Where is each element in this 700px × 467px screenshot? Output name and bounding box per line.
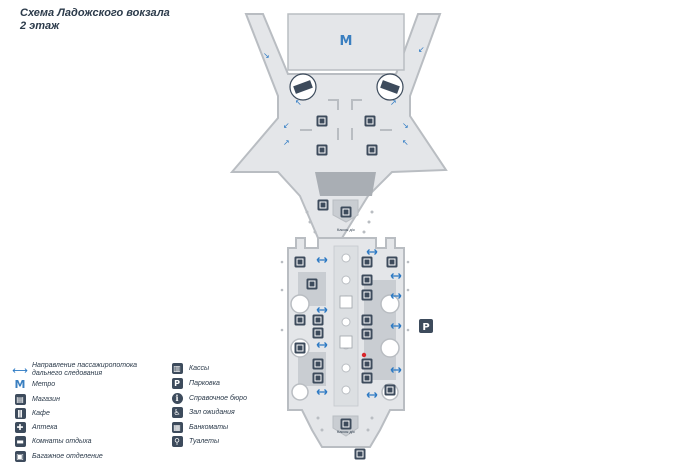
shop-icon (366, 144, 378, 156)
legend-label: Направление пассажиропотока дальнего сле… (32, 362, 138, 377)
shop-icon (312, 327, 324, 339)
svg-text:M: M (340, 34, 353, 49)
metro-icon: M (14, 377, 26, 391)
legend-item-flow: ⟷ Направление пассажиропотока дальнего с… (12, 362, 142, 378)
metro-icon: M (340, 34, 353, 49)
shop-icon (316, 144, 328, 156)
legend-item-rest-rooms: ▬ Комнаты отдыха (14, 435, 91, 447)
legend-item-luggage: ▣ Багажное отделение (14, 450, 103, 462)
waiting-room-icon (386, 256, 398, 268)
legend-item-waiting: ♿ Зал ожидания (171, 406, 235, 418)
shop-icon (361, 256, 373, 268)
legend-item-info: i Справочное бюро (171, 392, 247, 404)
svg-text:↗: ↗ (283, 138, 290, 147)
upper-hall: M ↘ ↙ ↙ ↘ ↗ ↖ ↖ ↗ Кассы д/с (229, 13, 448, 245)
legend-label: Кафе (32, 409, 50, 417)
cafe-icon: ǁ (14, 407, 26, 419)
svg-text:↗: ↗ (390, 98, 397, 107)
rest-room-icon (312, 372, 324, 384)
shop-icon: ▤ (14, 393, 26, 405)
cafe-icon (361, 314, 373, 326)
pharmacy-icon (364, 115, 376, 127)
stairs (339, 295, 353, 349)
ticket-office-icon (361, 358, 373, 370)
legend-label: Справочное бюро (189, 394, 247, 402)
legend-label: Комнаты отдыха (32, 437, 92, 445)
legend-label: Магазин (32, 395, 60, 403)
legend-label: Парковка (189, 379, 220, 387)
parking-icon: P (171, 377, 183, 389)
svg-text:↘: ↘ (402, 121, 409, 130)
svg-text:↘: ↘ (263, 51, 270, 60)
ticket-office-lower (332, 415, 359, 437)
escalator-left-icon (289, 73, 317, 101)
legend-item-pharmacy: ✚ Аптека (14, 421, 57, 433)
pharmacy-icon (294, 314, 306, 326)
shop-icon (312, 358, 324, 370)
legend-label: Аптека (32, 423, 58, 431)
waiting-room-icon: ♿ (171, 406, 183, 418)
waiting-room-icon (384, 384, 396, 396)
map-title-line1: Схема Ладожского вокзала (20, 7, 170, 19)
info-icon: i (171, 392, 183, 404)
atm-icon: ▦ (171, 421, 183, 433)
toilet-icon (361, 372, 373, 384)
legend-label: Кассы (189, 364, 210, 372)
flow-arrows-upper: ↘ ↙ ↙ ↘ ↗ ↖ ↖ ↗ (263, 45, 425, 147)
cafe-icon (306, 278, 318, 290)
column-dots-upper (305, 210, 374, 234)
legend-label: Метро (32, 380, 56, 388)
svg-text:↖: ↖ (402, 138, 409, 147)
svg-text:↙: ↙ (418, 45, 425, 54)
legend-label: Зал ожидания (189, 408, 235, 416)
toilet-icon: ⚲ (171, 435, 183, 447)
escalator-right-icon (376, 73, 404, 101)
luggage-icon (354, 448, 366, 460)
info-icon (317, 199, 329, 211)
legend-label: Банкоматы (189, 423, 229, 431)
lower-hall: Кассы д/с (280, 237, 410, 460)
cafe-icon (294, 342, 306, 354)
two-way-arrow-icon: ⟷ (12, 363, 28, 377)
metro-vestibule (287, 13, 405, 71)
legend-item-metro: M Метро (14, 377, 56, 391)
gallery-zone (315, 172, 376, 196)
ticket-office-icon: ▥ (171, 362, 183, 374)
legend-label: Туалеты (189, 437, 220, 445)
legend-item-cafe: ǁ Кафе (14, 407, 50, 419)
ticket-office-upper (332, 199, 359, 223)
map-label-kassy-upper: Кассы д/с (337, 227, 355, 232)
cafe-icon (316, 115, 328, 127)
shop-icon (312, 314, 324, 326)
atm-icon (361, 274, 373, 286)
legend-item-shop: ▤ Магазин (14, 393, 60, 405)
shop-icon (361, 289, 373, 301)
svg-text:↖: ↖ (295, 98, 302, 107)
legend-item-kassy: ▥ Кассы (171, 362, 209, 374)
map-label-kassy-lower: Кассы д/с (337, 429, 355, 434)
legend-item-atm: ▦ Банкоматы (171, 421, 228, 433)
luggage-icon: ▣ (14, 450, 26, 462)
pharmacy-icon: ✚ (14, 421, 26, 433)
you-are-here-marker (361, 352, 367, 358)
legend-label: Багажное отделение (32, 452, 103, 460)
rest-room-icon (361, 328, 373, 340)
rest-room-icon: ▬ (14, 435, 26, 447)
parking-icon-letter: P (422, 322, 429, 333)
svg-text:↙: ↙ (283, 121, 290, 130)
parking-icon (419, 319, 433, 333)
map-title-line2: 2 этаж (20, 20, 60, 32)
column-dots-lower (280, 260, 410, 432)
waiting-room-icon (294, 256, 306, 268)
legend-item-parking: P Парковка (171, 377, 220, 389)
legend-item-toilets: ⚲ Туалеты (171, 435, 219, 447)
map-title: Схема Ладожского вокзала 2 этаж (20, 7, 170, 33)
